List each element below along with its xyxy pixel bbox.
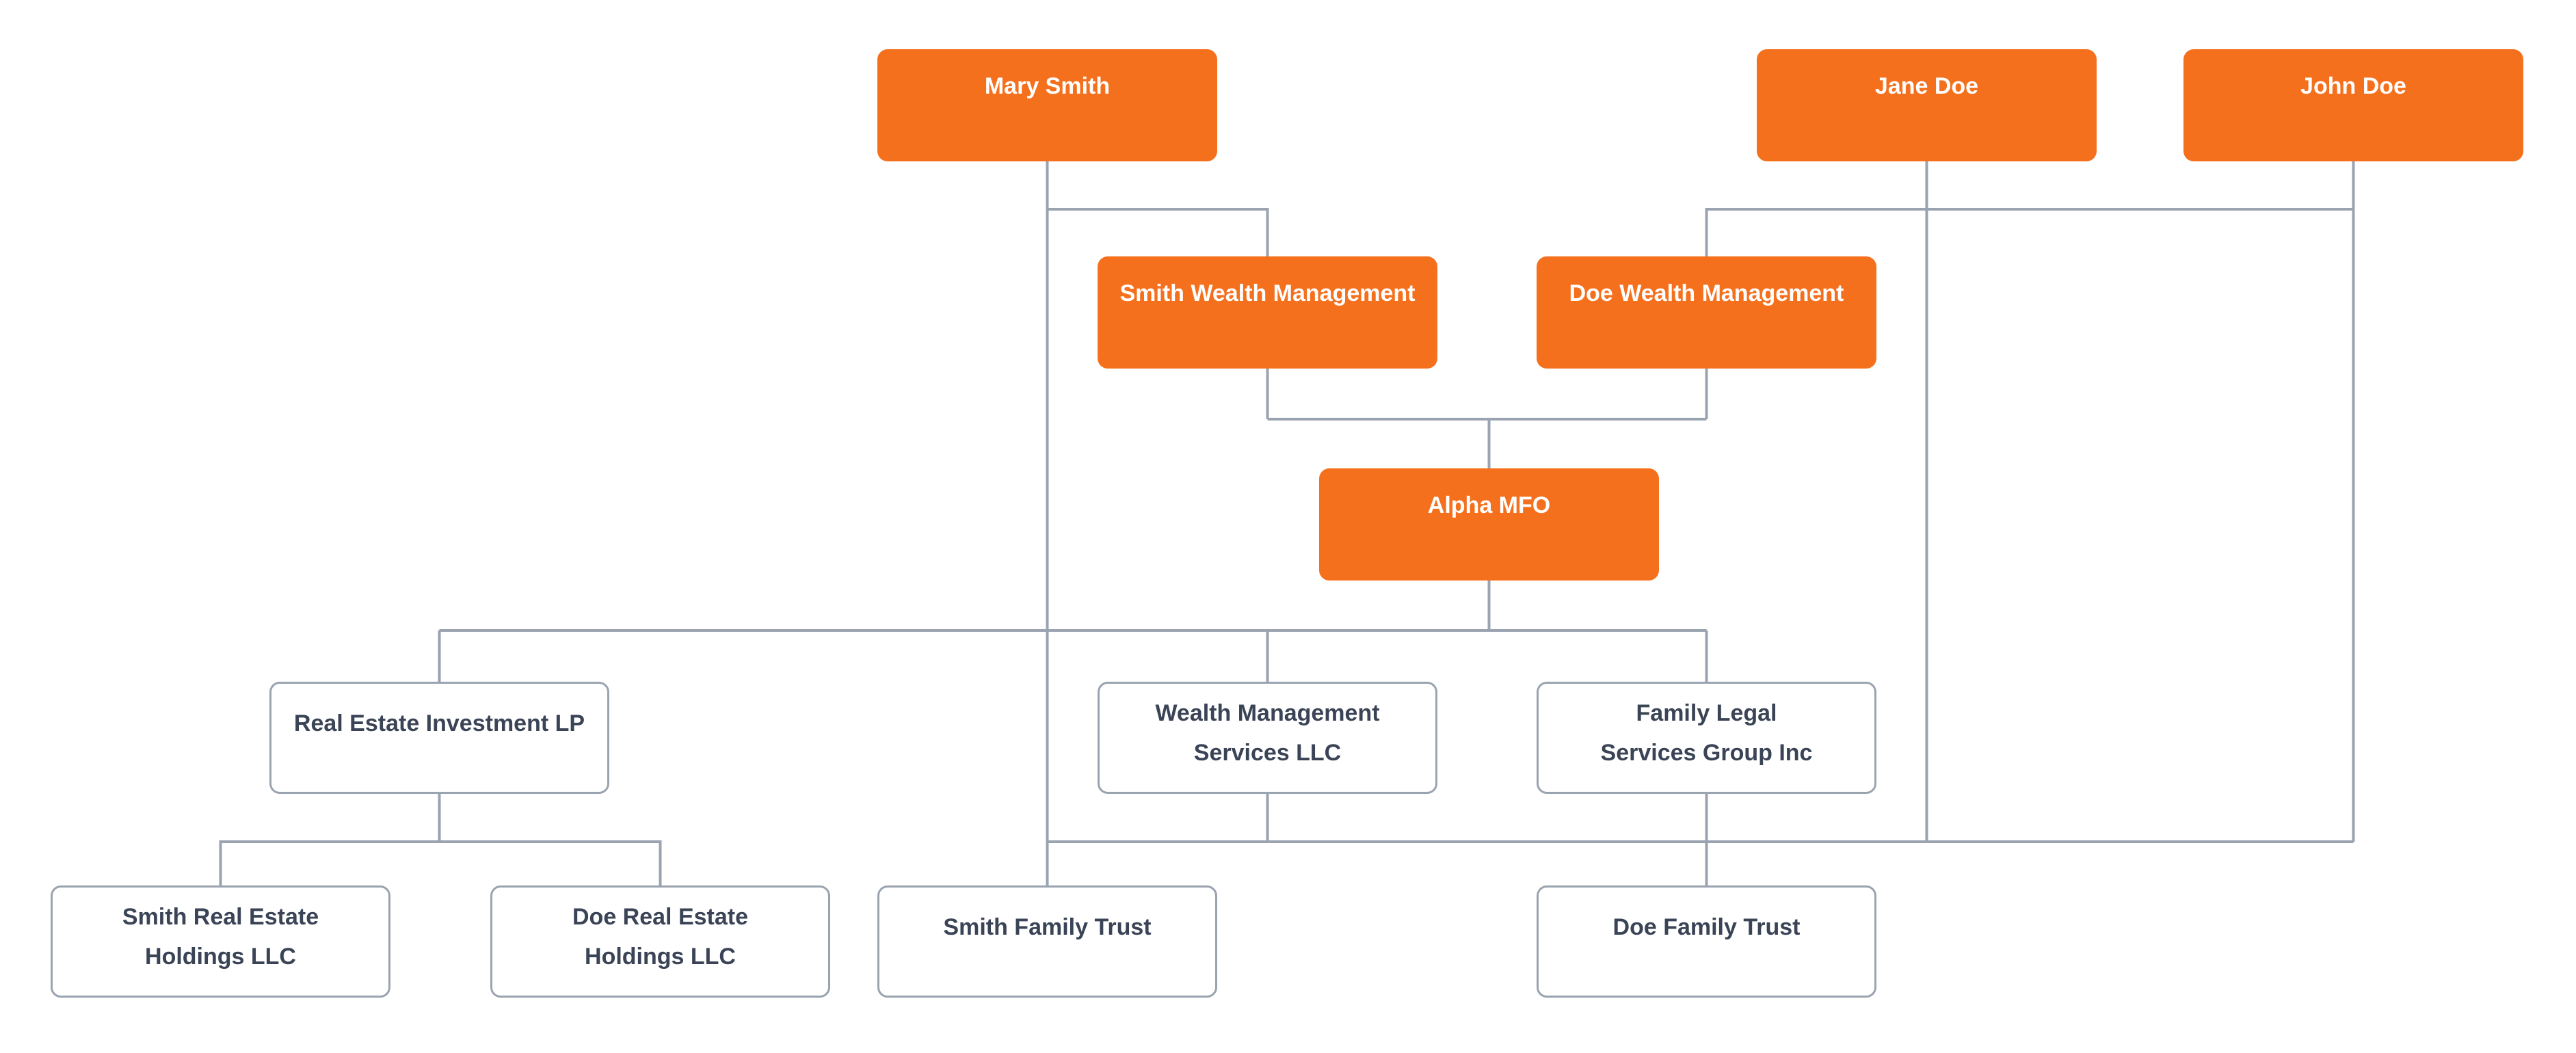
connector-mary-smith-to-smith-wealth-management (1047, 208, 1269, 256)
connector-real-estate-holdings-connector (219, 840, 662, 885)
node-label-line: Holdings LLC (585, 944, 736, 970)
node-label-line: Smith Family Trust (943, 914, 1152, 940)
node-label: Doe Family Trust (1539, 914, 1874, 941)
node-label-line: Family Legal (1636, 700, 1777, 726)
node-alpha-mfo[interactable]: Alpha MFO (1319, 468, 1659, 581)
node-label-line: Services Group Inc (1600, 740, 1813, 766)
node-label: Jane Doe (1757, 72, 2097, 100)
connector-doe-wealth-management-top-feed (1705, 208, 2354, 256)
node-label-line: John Doe (2300, 73, 2406, 99)
node-label-line: Holdings LLC (145, 944, 296, 970)
node-mary-smith[interactable]: Mary Smith (877, 49, 1217, 161)
node-label-line: Smith Real Estate (122, 904, 319, 930)
node-doe-wealth-management[interactable]: Doe Wealth Management (1537, 256, 1876, 369)
node-label-line: Jane Doe (1874, 73, 1979, 99)
node-label-line: Services LLC (1193, 740, 1342, 766)
node-label-line: Real Estate Investment LP (293, 710, 585, 736)
node-label-line: Doe Wealth Management (1569, 280, 1844, 306)
node-real-estate-investment-lp[interactable]: Real Estate Investment LP (269, 682, 609, 794)
node-label-line: Doe Family Trust (1612, 914, 1801, 940)
node-label-line: Wealth Management (1155, 700, 1380, 726)
node-label: Real Estate Investment LP (271, 710, 607, 737)
node-label-line: Alpha MFO (1427, 492, 1551, 518)
node-label: Smith Wealth Management (1098, 280, 1437, 307)
node-smith-family-trust[interactable]: Smith Family Trust (877, 885, 1217, 998)
node-label-line: Smith Wealth Management (1119, 280, 1416, 306)
node-label: Doe Wealth Management (1537, 280, 1876, 307)
node-label-line: Mary Smith (984, 73, 1111, 99)
node-label: Alpha MFO (1319, 492, 1659, 519)
node-smith-wealth-management[interactable]: Smith Wealth Management (1098, 256, 1437, 369)
node-john-doe[interactable]: John Doe (2183, 49, 2523, 161)
node-label: Smith Family Trust (879, 914, 1215, 941)
node-label-line: Doe Real Estate (572, 904, 748, 930)
node-label: John Doe (2183, 72, 2523, 100)
node-jane-doe[interactable]: Jane Doe (1757, 49, 2097, 161)
node-doe-family-trust[interactable]: Doe Family Trust (1537, 885, 1876, 998)
node-label: Mary Smith (877, 72, 1217, 100)
